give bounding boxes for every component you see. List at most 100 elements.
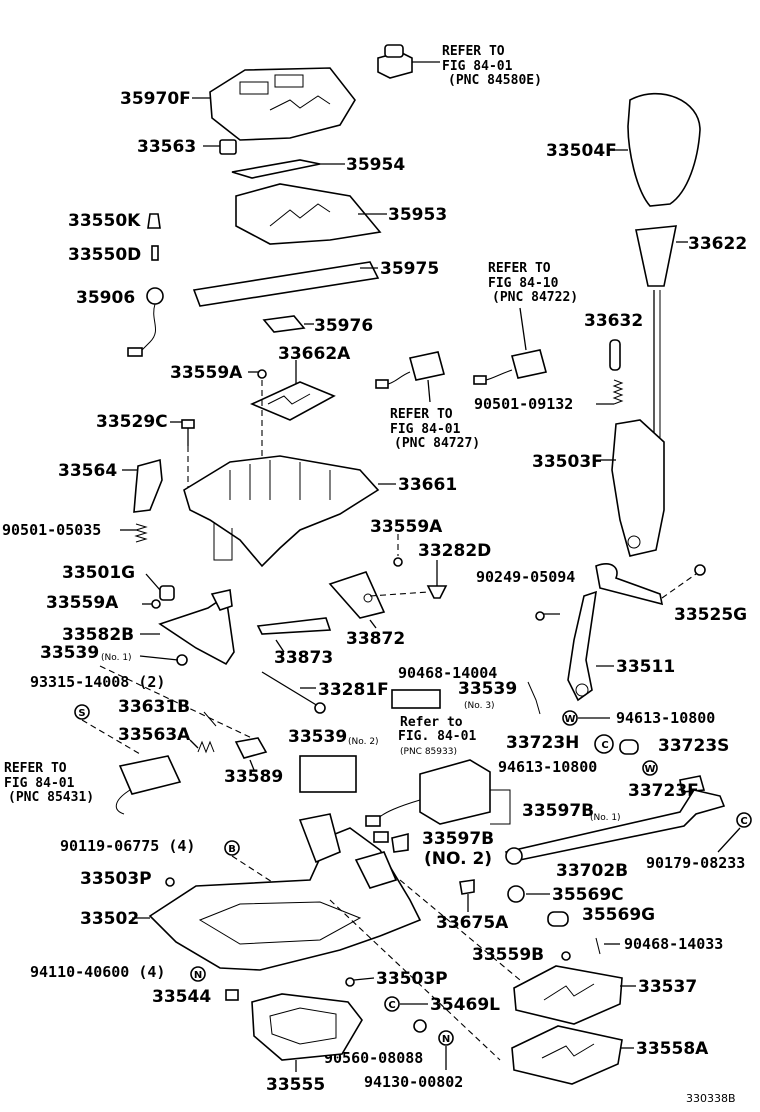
part-33539-3-drawing (391, 689, 441, 709)
label-94613-10800-1: 94613-10800 (616, 709, 715, 727)
symbol-w: W (564, 714, 575, 725)
part-33282D-drawing (426, 585, 448, 599)
label-33661: 33661 (398, 475, 457, 495)
shift-knob-drawing (627, 92, 701, 207)
part-33632-drawing (609, 339, 621, 371)
label-33675A: 33675A (436, 913, 509, 933)
label-33529C: 33529C (96, 412, 168, 432)
label-35976: 35976 (314, 316, 373, 336)
part-33622-drawing (635, 225, 677, 287)
label-33558A: 33558A (636, 1039, 709, 1059)
label-90468-14004: 90468-14004 (398, 664, 497, 682)
label-33504F: 33504F (546, 141, 617, 161)
part-33529C-drawing (181, 419, 195, 429)
label-33503P-1: 33503P (80, 869, 152, 889)
part-33589-drawing (234, 737, 268, 759)
label-33539-2: 33539 (288, 727, 347, 747)
part-33281F-drawing (314, 702, 326, 714)
part-33675A-drawing (459, 879, 475, 895)
part-33558A-drawing (511, 1025, 623, 1085)
spring-90501-05035-drawing (134, 523, 148, 543)
refer-line3: (PNC 85431) (8, 790, 94, 805)
symbol-b: B (228, 844, 236, 855)
part-33582B-drawing (158, 594, 235, 666)
label-33632: 33632 (584, 311, 643, 331)
label-33597B-1-note: (No. 1) (590, 813, 621, 823)
refer-line3: (PNC 84580E) (448, 73, 542, 88)
part-33872-drawing (328, 571, 386, 619)
spring-33563A-drawing (197, 740, 215, 754)
sensor-drawing (511, 349, 547, 379)
label-90119-06775: 90119-06775 (4) (60, 837, 195, 855)
label-35569C: 35569C (552, 885, 624, 905)
label-33589: 33589 (224, 767, 283, 787)
label-33597B-2-note: (NO. 2) (424, 849, 492, 869)
label-33281F: 33281F (318, 680, 389, 700)
label-90501-09132: 90501-09132 (474, 395, 573, 413)
label-33282D: 33282D (418, 541, 491, 561)
spring-90501-09132-drawing (612, 379, 624, 405)
symbol-n: N (194, 970, 202, 981)
label-33503F: 33503F (532, 452, 603, 472)
part-33564-drawing (133, 458, 163, 513)
refer-block-lower: Refer to FIG. 84-01 (PNC 85933) (365, 715, 491, 843)
label-33622: 33622 (688, 234, 747, 254)
solenoid-drawing (118, 755, 182, 795)
refer-block-left: REFER TO FIG 84-01 (PNC 85431) (4, 755, 182, 815)
label-33525G: 33525G (674, 605, 747, 625)
refer-line2: FIG 84-01 (442, 59, 513, 74)
label-90560-08088: 90560-08088 (324, 1049, 423, 1067)
part-33723F-drawing (679, 775, 706, 793)
label-33539-1: 33539 (40, 643, 99, 663)
label-35953: 35953 (388, 205, 447, 225)
refer-block-mid: REFER TO FIG 84-01 (PNC 84727) (375, 351, 480, 451)
pin-90468-14004-drawing (527, 681, 541, 715)
part-33503F-drawing (611, 419, 665, 557)
refer-line1: Refer to (400, 715, 463, 730)
refer-line1: REFER TO (442, 44, 505, 59)
part-35954-drawing (231, 159, 321, 179)
symbol-c: C (601, 740, 608, 751)
part-35569C-drawing (507, 885, 525, 903)
label-33872: 33872 (346, 629, 405, 649)
label-33723S: 33723S (658, 736, 729, 756)
refer-block-top: REFER TO FIG 84-01 (PNC 84580E) (377, 44, 542, 88)
label-90179-08233: 90179-08233 (646, 854, 745, 872)
label-94110-40600: 94110-40600 (4) (30, 963, 165, 981)
label-33537: 33537 (638, 977, 697, 997)
label-33631B: 33631B (118, 697, 190, 717)
part-33501G-drawing (159, 585, 175, 601)
symbol-s: S (78, 708, 85, 719)
refer-line1: REFER TO (488, 261, 551, 276)
label-33544: 33544 (152, 987, 211, 1007)
part-33502-drawing (148, 827, 422, 971)
symbol-c: C (388, 1000, 395, 1011)
shaft-drawing (595, 563, 664, 606)
part-33544-drawing (225, 989, 239, 1001)
label-33539-2-note: (No. 2) (348, 737, 379, 747)
label-33582B: 33582B (62, 625, 134, 645)
switch-knob-drawing (384, 44, 404, 58)
part-35975-drawing (192, 261, 380, 307)
label-35469L: 35469L (430, 995, 500, 1015)
part-33723S-drawing (619, 739, 639, 755)
label-35954: 35954 (346, 155, 405, 175)
part-33873-drawing (256, 617, 332, 635)
refer-line1: REFER TO (390, 407, 453, 422)
part-35906-drawing (146, 287, 164, 305)
label-33597B-2: 33597B (422, 829, 494, 849)
label-33559A-3: 33559A (46, 593, 119, 613)
part-33555-drawing (251, 993, 363, 1061)
label-35569G: 35569G (582, 905, 655, 925)
symbol-n: N (442, 1034, 450, 1045)
refer-line3: (PNC 85933) (400, 747, 457, 757)
part-33597B-2-drawing (391, 832, 409, 853)
part-33661-drawing (183, 455, 380, 568)
part-33559A-drawing (257, 369, 267, 379)
part-33563-drawing (219, 139, 237, 155)
label-33563: 33563 (137, 137, 196, 157)
label-90249-05094: 90249-05094 (476, 568, 575, 586)
refer-line2: FIG 84-01 (390, 422, 461, 437)
label-33539-3-note: (No. 3) (464, 701, 495, 711)
refer-block-mid-right: REFER TO FIG 84-10 (PNC 84722) (473, 261, 578, 385)
